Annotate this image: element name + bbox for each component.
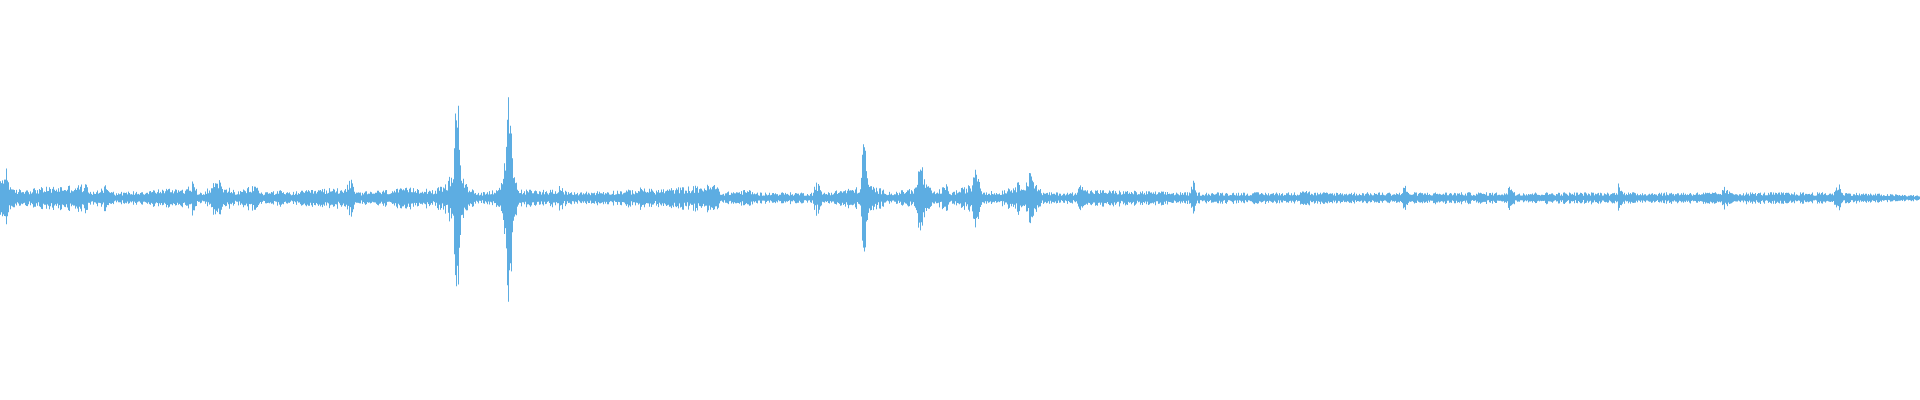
waveform-trace bbox=[0, 97, 1920, 302]
waveform-layer bbox=[0, 97, 1920, 302]
